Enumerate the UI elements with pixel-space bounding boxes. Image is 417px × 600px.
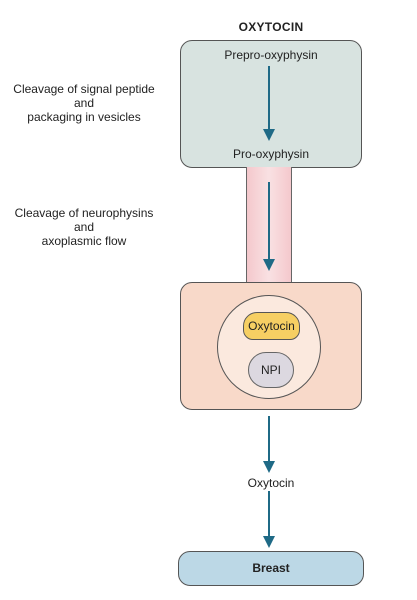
arrow-release: [263, 416, 275, 473]
diagram-title: OXYTOCIN: [238, 20, 304, 34]
intermediate-label: Pro-oxyphysin: [232, 147, 310, 161]
arrow-axoplasmic-flow: [263, 182, 275, 271]
oxytocin-granule: Oxytocin: [243, 312, 300, 340]
npi-granule: NPI: [248, 352, 294, 388]
step-2-line-1: Cleavage of neurophysins: [14, 206, 154, 220]
arrow-precursor-to-pro: [263, 66, 275, 141]
secreted-hormone-label: Oxytocin: [247, 476, 295, 490]
step-label-2: Cleavage of neurophysins and axoplasmic …: [4, 206, 164, 248]
step-1-line-2: and: [73, 96, 95, 110]
step-2-line-2: and: [73, 220, 95, 234]
step-1-line-3: packaging in vesicles: [27, 110, 141, 124]
step-1-line-1: Cleavage of signal peptide: [13, 82, 155, 96]
step-2-line-3: axoplasmic flow: [41, 234, 127, 248]
step-label-1: Cleavage of signal peptide and packaging…: [4, 82, 164, 124]
arrow-to-breast: [263, 491, 275, 548]
precursor-label: Prepro-oxyphysin: [224, 48, 318, 62]
target-organ-box: Breast: [178, 551, 364, 586]
precursor-box: [180, 40, 362, 168]
